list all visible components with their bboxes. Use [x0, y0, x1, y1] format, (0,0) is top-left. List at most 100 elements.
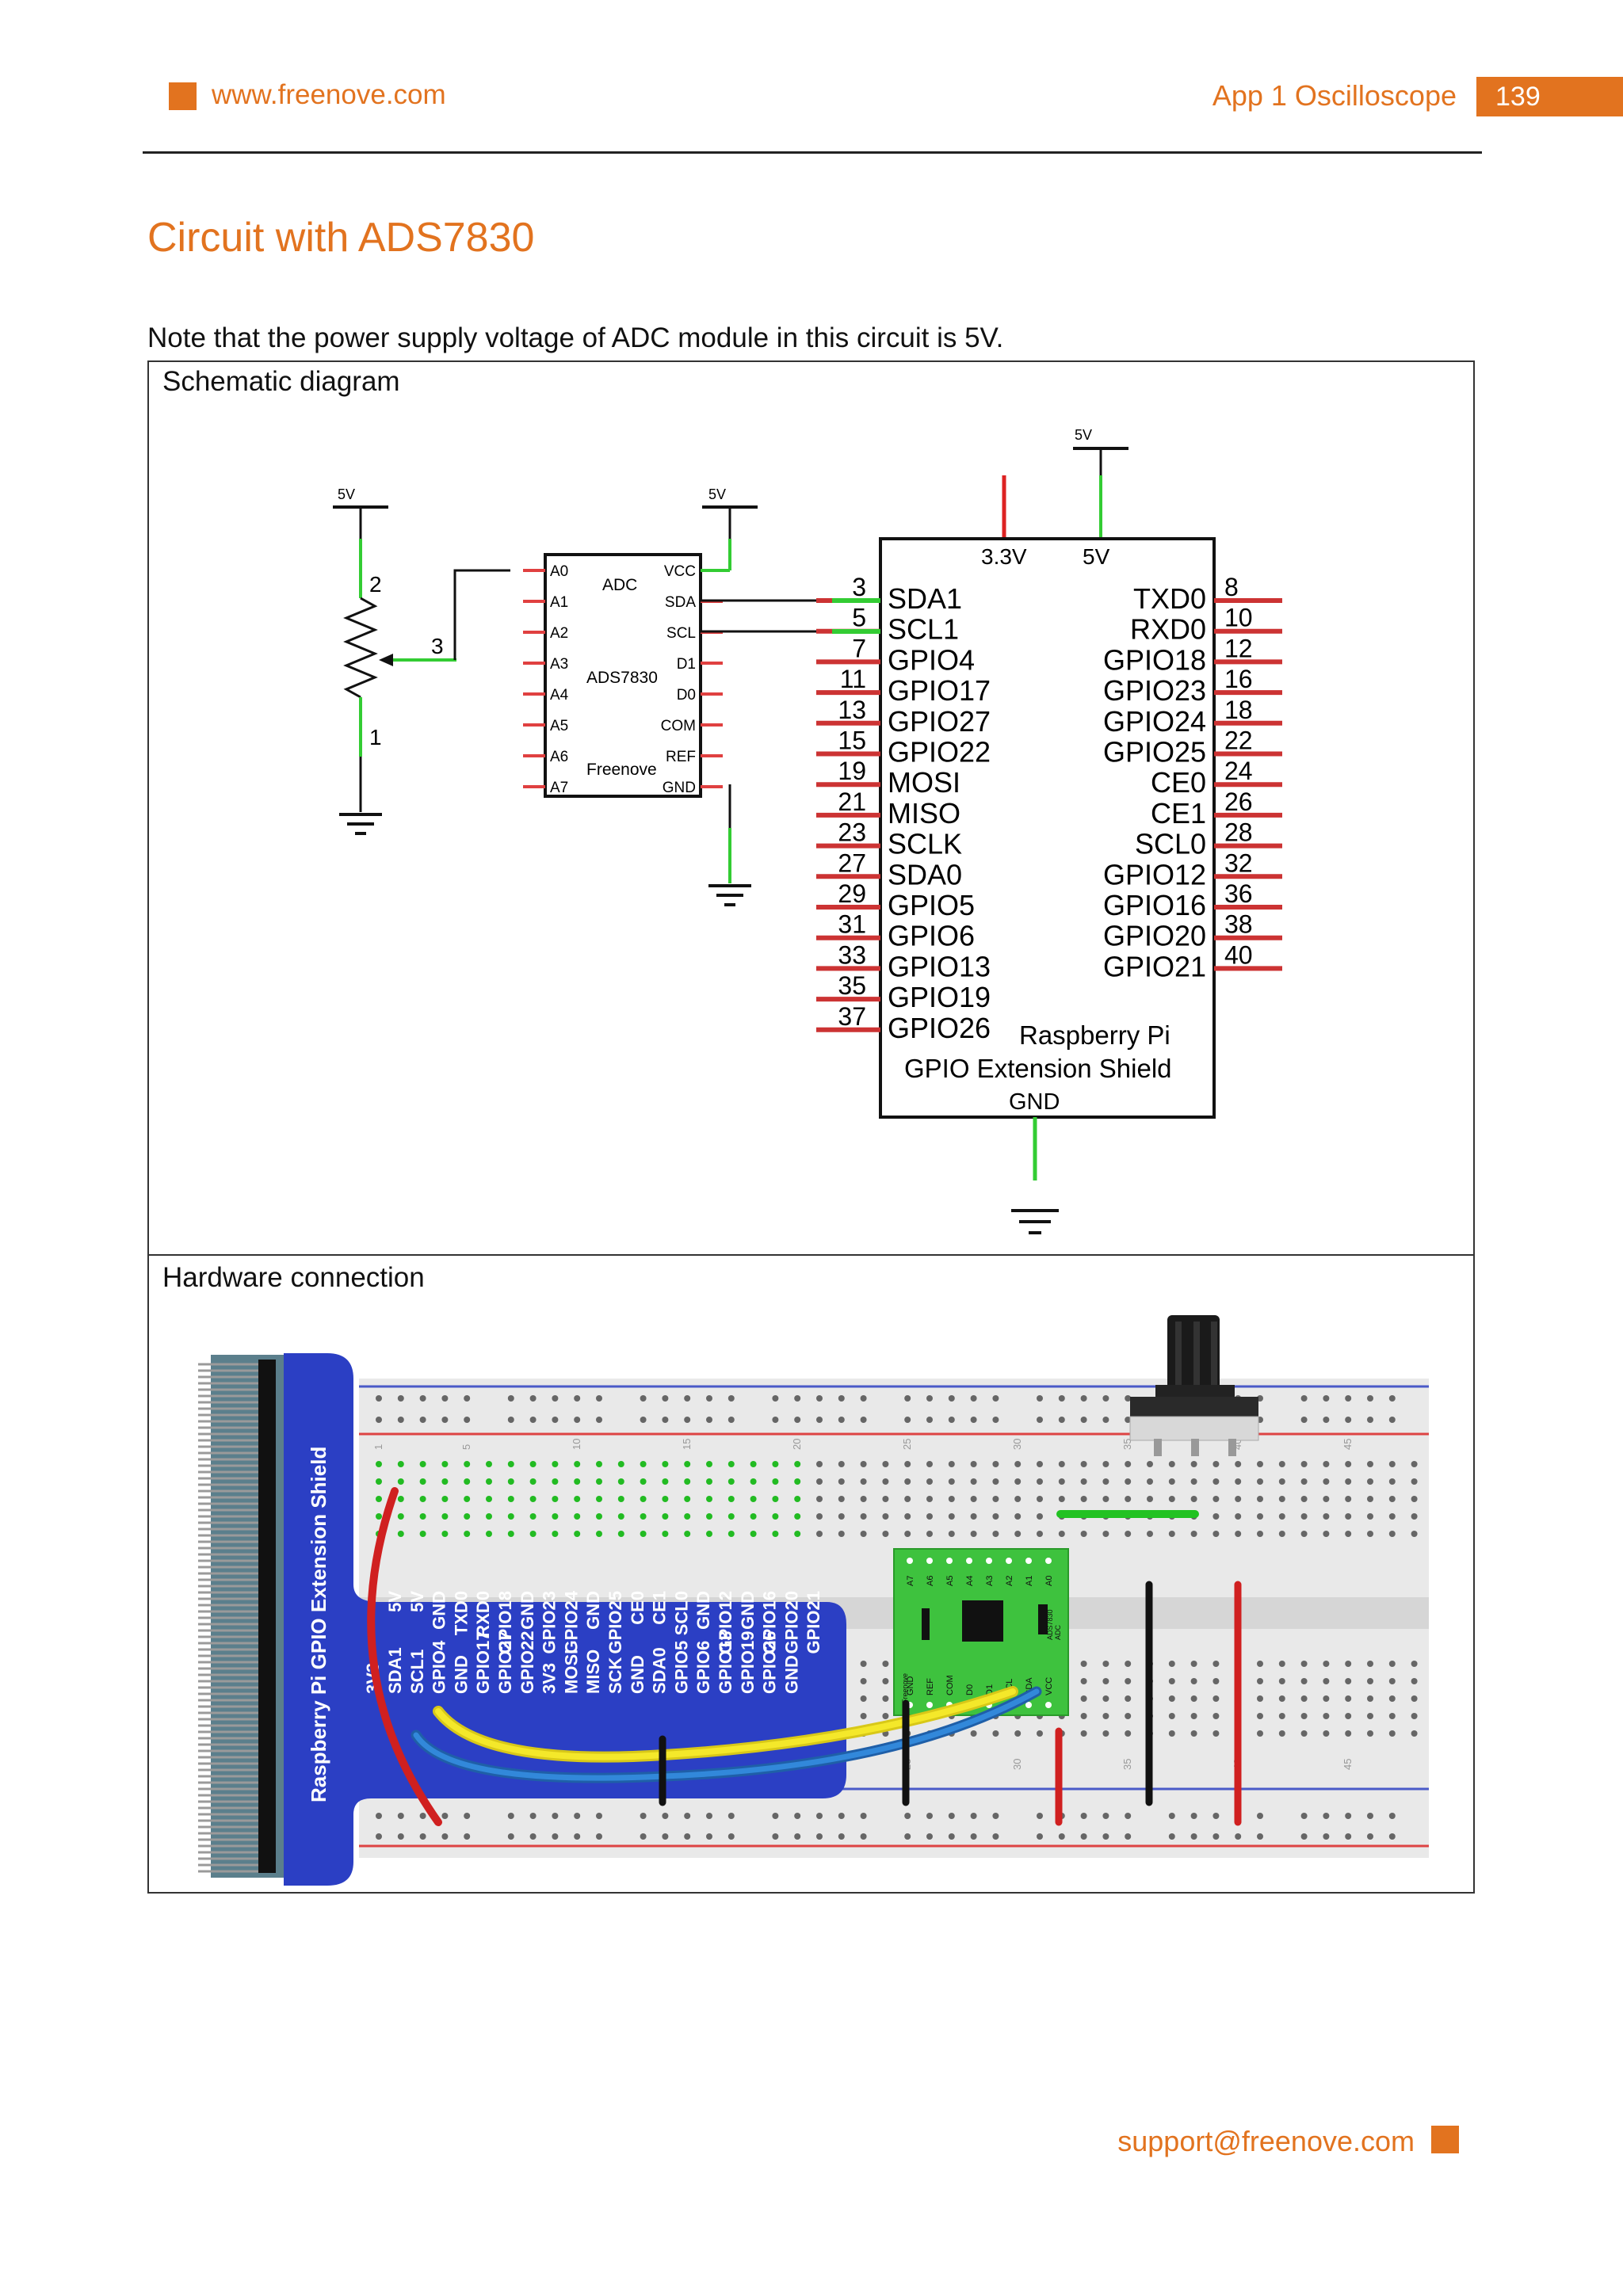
breadboard-hole: [1147, 1531, 1153, 1537]
shield-pin-label: GPIO16: [760, 1591, 780, 1653]
header-site[interactable]: www.freenove.com: [212, 79, 446, 110]
breadboard-hole: [1345, 1713, 1352, 1719]
breadboard-hole: [816, 1813, 823, 1819]
shield-pin-label: SDA1: [385, 1647, 405, 1694]
breadboard-hole: [926, 1833, 933, 1840]
breadboard-hole: [727, 1531, 735, 1537]
breadboard-hole: [992, 1461, 999, 1467]
breadboard-hole: [1168, 1813, 1175, 1819]
pot-pin-label: 2: [369, 572, 382, 597]
breadboard-hole: [1367, 1730, 1373, 1737]
breadboard-hole: [1367, 1513, 1373, 1520]
pi-right-pin-name: CE0: [1151, 766, 1206, 799]
breadboard-hole: [574, 1531, 581, 1537]
breadboard-hole: [1345, 1496, 1352, 1502]
breadboard-hole: [1388, 1813, 1396, 1819]
adc-board-pin-label: A3: [985, 1576, 995, 1586]
pi-left-pin-number: 3: [852, 573, 866, 601]
shield-pin-label: GND: [517, 1591, 537, 1630]
breadboard-hole: [684, 1813, 691, 1819]
pi-right-pin-number: 10: [1224, 604, 1253, 632]
breadboard-hole: [1212, 1678, 1220, 1684]
adc-left-pin-label: A4: [550, 687, 569, 704]
footer-square-icon: [1431, 2126, 1459, 2153]
breadboard-hole: [684, 1513, 691, 1520]
breadboard-hole: [727, 1395, 735, 1402]
breadboard-hole: [838, 1461, 845, 1467]
breadboard-hole: [860, 1513, 867, 1520]
adc-board-pin-label: REF: [926, 1678, 935, 1695]
schematic-diagram: 5V 2 1 3 5V ADC ADS7830 Freenove A0A1A2A…: [333, 427, 1282, 1234]
breadboard-hole: [1411, 1661, 1418, 1667]
breadboard-hole: [1257, 1513, 1263, 1520]
shield-pin-label: MOSI: [561, 1650, 581, 1694]
breadboard-hole: [1345, 1478, 1352, 1485]
breadboard-hole: [904, 1531, 911, 1537]
pot-5v-label: 5V: [338, 486, 355, 502]
breadboard-hole: [1102, 1461, 1109, 1467]
breadboard-hole: [552, 1833, 559, 1840]
pi-right-pin-name: GPIO20: [1103, 920, 1206, 952]
breadboard-hole: [727, 1461, 735, 1467]
breadboard-hole: [1168, 1496, 1175, 1502]
breadboard-hole: [617, 1478, 624, 1485]
breadboard-hole: [1080, 1813, 1087, 1819]
adc-board-type: ADC: [1054, 1624, 1062, 1640]
breadboard-hole: [1037, 1813, 1043, 1819]
breadboard-hole: [419, 1461, 426, 1467]
shield-pin-label: GPIO17: [473, 1631, 493, 1694]
shield-pin-label: GND: [451, 1655, 471, 1694]
shield-label: Raspberry Pi GPIO Extension Shield: [307, 1447, 330, 1802]
breadboard-hole: [419, 1478, 426, 1485]
wires: [367, 1487, 1242, 1826]
breadboard-hole: [772, 1513, 779, 1520]
breadboard-hole: [1300, 1395, 1308, 1402]
breadboard-hole: [1080, 1461, 1087, 1467]
breadboard-hole: [397, 1813, 404, 1819]
pi-left-pin-number: 35: [838, 971, 866, 1000]
figure-divider: [147, 1254, 1475, 1256]
breadboard-hole: [441, 1478, 449, 1485]
breadboard-hole: [464, 1833, 471, 1840]
breadboard-hole: [574, 1395, 581, 1402]
column-number: 20: [791, 1439, 803, 1450]
shield-pin-label: GND: [430, 1591, 449, 1630]
breadboard-hole: [1014, 1513, 1022, 1520]
pi-left-pin-name: GPIO5: [888, 889, 975, 921]
breadboard-hole: [1037, 1478, 1043, 1485]
adc-brand-label: Freenove: [586, 761, 657, 779]
breadboard-hole: [441, 1531, 449, 1537]
breadboard-hole: [1388, 1713, 1396, 1719]
breadboard-hole: [529, 1833, 537, 1840]
breadboard-hole: [507, 1513, 514, 1520]
breadboard-hole: [1411, 1695, 1418, 1702]
breadboard-hole: [860, 1833, 867, 1840]
shield-pin-label: GPIO5: [671, 1641, 691, 1694]
shield-pin-label: 5V: [407, 1591, 427, 1612]
pi-shield-label: GPIO Extension Shield: [904, 1054, 1172, 1083]
breadboard-hole: [706, 1531, 712, 1537]
column-number: 45: [1342, 1439, 1354, 1450]
adc-left-pin-label: A2: [550, 625, 568, 642]
breadboard-hole: [1102, 1730, 1109, 1737]
shield-pin-label: GPIO24: [561, 1590, 581, 1653]
breadboard-hole: [507, 1833, 514, 1840]
breadboard-hole: [1080, 1478, 1087, 1485]
breadboard-hole: [464, 1531, 471, 1537]
footer-email[interactable]: support@freenove.com: [1117, 2125, 1415, 2157]
breadboard-hole: [1367, 1678, 1373, 1684]
header-chapter: App 1 Oscilloscope: [1212, 79, 1457, 112]
breadboard-hole: [397, 1395, 404, 1402]
breadboard-hole: [860, 1713, 867, 1719]
column-number: 35: [1121, 1759, 1133, 1770]
breadboard-hole: [662, 1531, 669, 1537]
pi-left-pin-number: 11: [840, 665, 866, 693]
breadboard-hole: [1300, 1478, 1308, 1485]
breadboard-hole: [376, 1813, 382, 1819]
pi-left-pin-number: 31: [838, 910, 866, 939]
breadboard-hole: [1058, 1417, 1065, 1423]
adc-label: ADC: [602, 576, 637, 594]
breadboard-hole: [1190, 1713, 1197, 1719]
